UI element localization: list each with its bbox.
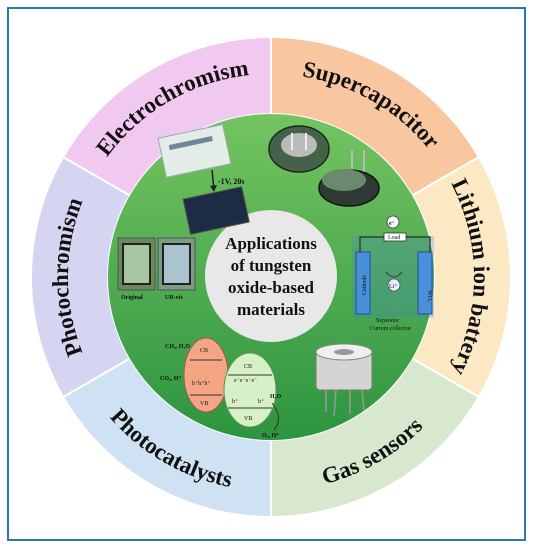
pcat-h2a: h⁺ xyxy=(232,398,238,405)
battery-electron-badge xyxy=(386,215,400,229)
pc-label-original: Original xyxy=(121,295,143,301)
figure-border xyxy=(7,7,526,541)
ec-film-colored xyxy=(182,186,250,235)
ec-film-label-mark xyxy=(168,136,213,151)
pcat-cb2: CB xyxy=(244,364,252,370)
battery-separator-label: Separator xyxy=(376,318,399,324)
gs-pins xyxy=(325,389,365,417)
ec-film-transparent xyxy=(157,123,232,178)
pcat-holes1: h⁺h⁺h⁺ xyxy=(192,380,211,387)
supercapacitor-figure xyxy=(268,125,380,207)
pcat-oxygen: O₂, H⁺ xyxy=(262,432,279,439)
pcat-h2b: h⁺ xyxy=(258,398,264,405)
center-line-1: Applications xyxy=(225,234,317,253)
pcat-vb2: VB xyxy=(244,416,252,422)
battery-ion-badge xyxy=(387,278,401,292)
battery-anode xyxy=(417,251,433,315)
pcat-bottom-left: CO₂, H⁺ xyxy=(160,375,182,382)
sc-cyl-top xyxy=(322,169,366,191)
gas-sensor-figure xyxy=(315,343,373,417)
pc-label-uv: UR-vis xyxy=(165,295,183,301)
pcat-arrow xyxy=(271,402,279,431)
center-line-3: oxide-based xyxy=(228,278,315,297)
pcat-cb1: CB xyxy=(200,348,208,354)
center-circle xyxy=(205,210,337,342)
gs-mesh xyxy=(334,349,354,355)
pcat-e2: e⁻e⁻e⁻e⁻ xyxy=(234,378,257,384)
battery-load-box xyxy=(383,232,407,242)
battery-collector-label: Current collector xyxy=(370,326,411,332)
pcat-bands-1 xyxy=(190,359,222,396)
pcat-vb1: VB xyxy=(200,401,208,407)
pc-panel-original-inner xyxy=(122,243,151,285)
center-line-4: materials xyxy=(237,300,305,319)
photochromism-figure: Original UR-vis xyxy=(117,237,196,301)
ec-arrow-head xyxy=(210,185,217,192)
sc-coin-top xyxy=(281,133,317,157)
pcat-water: H₂O xyxy=(270,394,281,400)
electrochromism-figure: -1V, 20s xyxy=(157,123,250,235)
center-line-2: of tungsten xyxy=(231,256,312,275)
pcat-top-left: CH₄, H₂O xyxy=(165,344,190,350)
battery-anode-label: WO₃ xyxy=(426,290,432,302)
battery-cathode-label: Cathode xyxy=(362,275,368,295)
battery-cathode xyxy=(355,251,371,315)
battery-ion-arrow xyxy=(385,271,403,278)
ec-voltage: -1V, 20s xyxy=(218,177,245,186)
battery-ion: Li⁺ xyxy=(389,283,398,290)
battery-figure: Load e⁻ Cathode WO₃ Li⁺ Separator Curren… xyxy=(352,215,434,332)
photocatalyst-figure: CH₄, H₂O CB h⁺h⁺h⁺ VB CO₂, H⁺ CB e⁻e⁻e⁻e… xyxy=(160,337,281,439)
pc-panel-uv-inner xyxy=(162,243,191,285)
battery-electron: e⁻ xyxy=(389,221,395,227)
battery-load-label: Load xyxy=(388,235,400,241)
pcat-bands-2 xyxy=(228,374,272,409)
sc-coin-leads xyxy=(291,133,307,150)
